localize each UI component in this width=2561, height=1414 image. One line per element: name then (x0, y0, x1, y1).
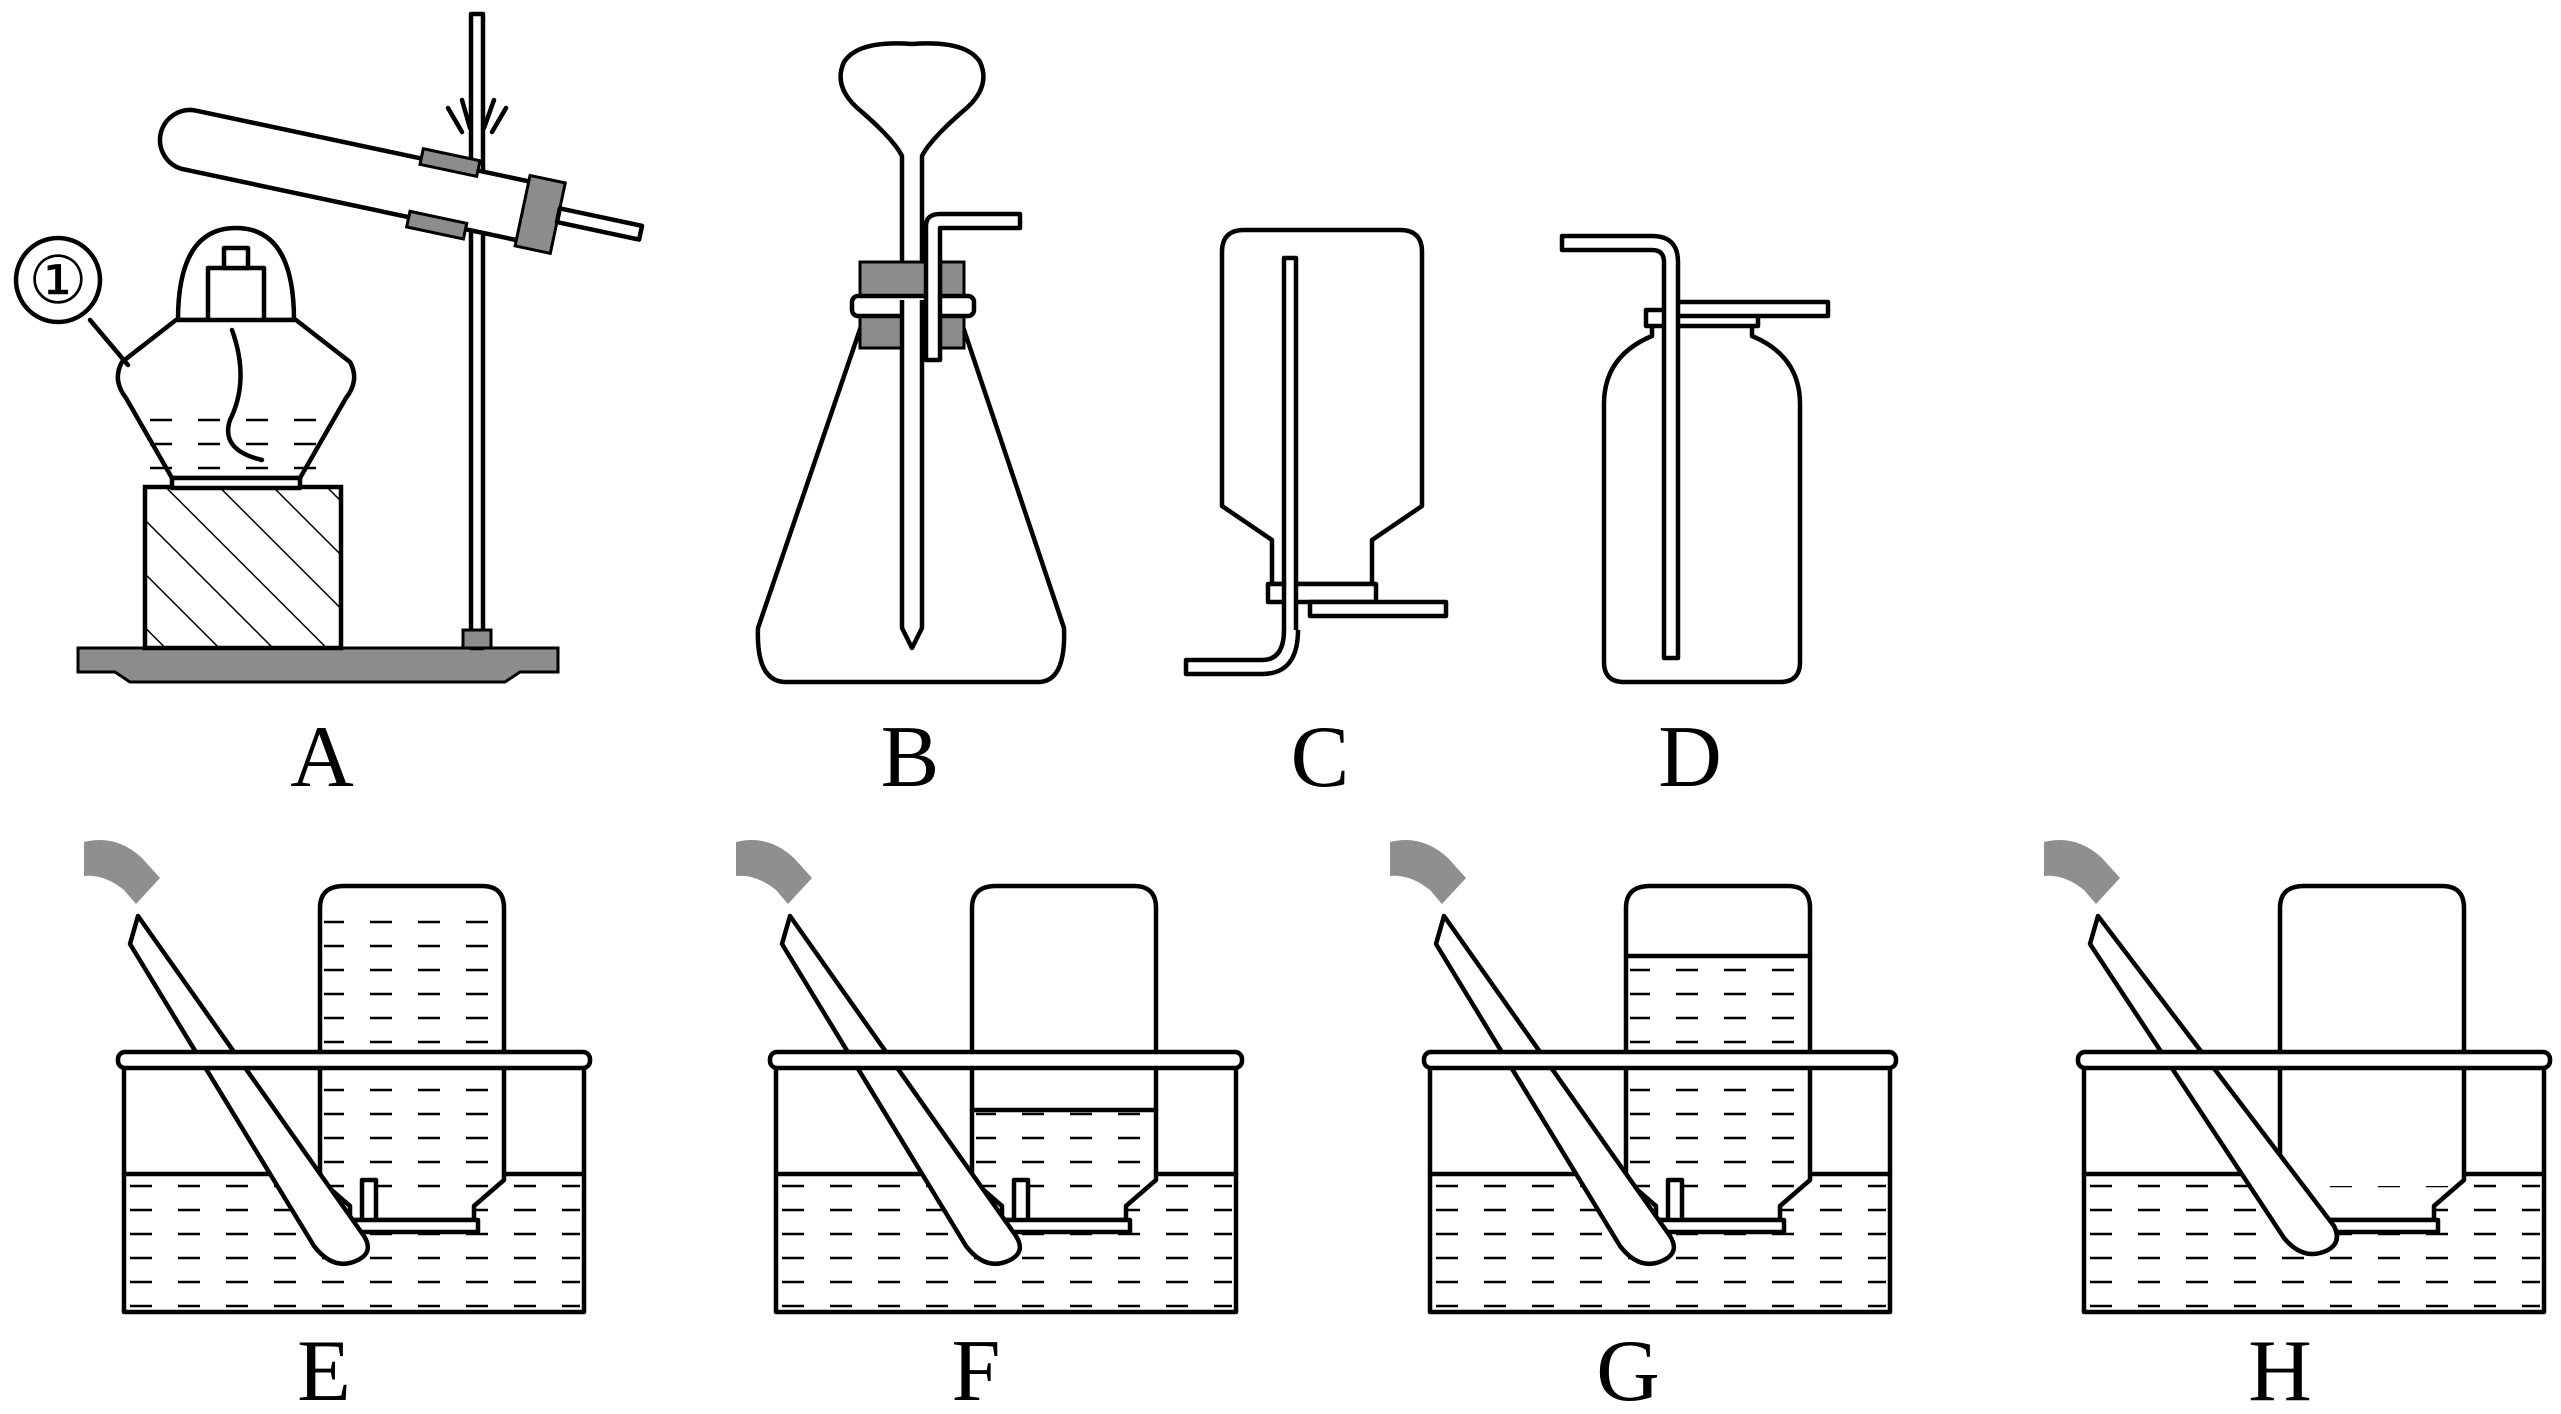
marker-leader-line (87, 317, 131, 368)
trough-rim (2075, 1049, 2553, 1071)
apparatus-b (755, 41, 1067, 685)
jar-mouth (999, 1217, 1133, 1235)
apparatus-g (1390, 840, 1899, 1315)
rubber-tube (84, 840, 160, 904)
washing-bottle (1601, 319, 1803, 685)
jar-water-partial (1630, 956, 1806, 1200)
funnel-stem (899, 300, 925, 651)
lamp-wick-top (221, 245, 251, 271)
label-d: D (1658, 709, 1722, 806)
apparatus-e (84, 840, 593, 1315)
rubber-tube (1390, 840, 1466, 904)
apparatus-d (1559, 233, 1831, 685)
label-a: A (290, 709, 354, 806)
short-tube (1667, 299, 1831, 319)
apparatus-h (2044, 840, 2553, 1315)
marker-circle (13, 235, 103, 325)
lamp-wick (225, 327, 265, 463)
clamp-jaw-top (418, 146, 482, 179)
rod-foot (461, 628, 493, 650)
label-b: B (881, 709, 940, 806)
jar-mouth (347, 1217, 481, 1235)
test-tube (157, 107, 645, 256)
apparatus-a: ① (13, 11, 645, 684)
jar-mouth (1653, 1217, 1787, 1235)
gas-bottle (1219, 227, 1425, 587)
jar-water-low (976, 1110, 1152, 1200)
marker-1: ① (28, 245, 87, 318)
label-h: H (2248, 1323, 2312, 1414)
trough-rim (115, 1049, 593, 1071)
delivery-tube (923, 211, 1023, 363)
label-e: E (297, 1323, 351, 1414)
apparatus-c (1183, 227, 1449, 677)
label-c: C (1291, 709, 1350, 806)
rubber-tube (736, 840, 812, 904)
delivery-tube (554, 206, 645, 242)
lamp-foot (169, 475, 303, 491)
clamp-screw (445, 97, 509, 135)
apparatus-f (736, 840, 1245, 1315)
short-tube (1307, 599, 1449, 619)
trough-rim (767, 1049, 1245, 1071)
rubber-tube (2044, 840, 2120, 904)
label-g: G (1596, 1323, 1660, 1414)
trough-rim (1421, 1049, 1899, 1071)
delivery-tube (2087, 913, 2340, 1257)
label-f: F (952, 1323, 1001, 1414)
wooden-block (142, 484, 344, 651)
long-tube-outlet (1183, 629, 1301, 677)
clamp-jaw-bottom (404, 209, 469, 241)
delivery-tube (127, 913, 371, 1266)
delivery-tube (779, 913, 1023, 1266)
long-tube (1281, 255, 1299, 637)
iron-stand-rod (468, 11, 486, 651)
long-tube (1559, 233, 1681, 661)
delivery-tube (1433, 913, 1677, 1266)
iron-stand-base (76, 646, 560, 684)
lamp-alcohol (140, 410, 332, 470)
jar-water-none (2284, 1186, 2460, 1200)
